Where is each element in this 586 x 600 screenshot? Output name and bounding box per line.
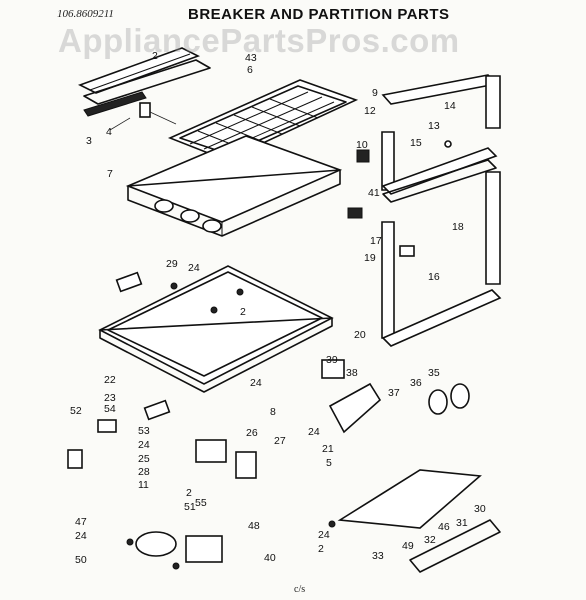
document-number: 106.8609211 [57,8,114,20]
part-grille-rack [167,79,359,161]
callout: 52 [70,405,82,417]
callout: 29 [166,258,178,270]
callout: 54 [104,403,116,415]
callout: 20 [354,329,366,341]
callout: 24 [138,439,150,451]
callout: 22 [104,374,116,386]
callout: 41 [368,187,380,199]
callout: 38 [346,367,358,379]
callout: 43 [245,52,257,64]
callout: 14 [444,100,456,112]
part-divider-assembly [125,135,343,237]
callout: 33 [372,550,384,562]
callout: 28 [138,466,150,478]
callout: 39 [326,354,338,366]
callout: 17 [370,235,382,247]
page-title: BREAKER AND PARTITION PARTS [188,6,450,23]
part-breaker-strip [77,47,211,117]
callout: 46 [438,521,450,533]
callout: 27 [274,435,286,447]
footer-code: c/s [294,584,306,595]
callout: 37 [388,387,400,399]
callout: 16 [428,271,440,283]
callout: 26 [246,427,258,439]
callout-labels: 2 3 4 7 9 12 14 13 43 6 10 15 41 18 17 1… [70,50,486,566]
callout: 3 [86,135,92,147]
callout: 9 [372,87,378,99]
callout: 25 [138,453,150,465]
callout: 23 [104,392,116,404]
callout: 8 [270,406,276,418]
callout: 15 [410,137,422,149]
part-breaker-strips-right [381,74,502,347]
callout: 36 [410,377,422,389]
callout: 48 [248,520,260,532]
callout: 30 [474,503,486,515]
callout: 24 [308,426,320,438]
callout: 2 [186,487,192,499]
callout: 40 [264,552,276,564]
part-lower-hardware [67,359,501,573]
callout: 47 [75,516,87,528]
callout: 51 [184,501,196,513]
callout: 35 [428,367,440,379]
callout: 5 [326,457,332,469]
callout: 18 [452,221,464,233]
callout: 24 [318,529,330,541]
part-small-hardware [347,140,452,257]
callout: 11 [138,479,149,491]
callout: 24 [250,377,262,389]
callout: 55 [195,497,207,509]
callout: 50 [75,554,87,566]
callout: 24 [75,530,87,542]
watermark: AppliancePartsPros.com [58,22,460,59]
callout: 2 [152,50,158,62]
part-clip [109,102,177,131]
callout: 10 [356,139,368,151]
callout: 2 [318,543,324,555]
callout: 2 [240,306,246,318]
callout: 49 [402,540,414,552]
callout: 53 [138,425,150,437]
callout: 6 [247,64,253,76]
callout: 19 [364,252,376,264]
callout: 4 [106,126,112,138]
callout: 31 [456,517,468,529]
callout: 21 [322,443,334,455]
callout: 7 [107,168,113,180]
part-shelf-pan [98,265,334,393]
callout: 13 [428,120,440,132]
callout: 32 [424,534,436,546]
callout: 24 [188,262,200,274]
callout: 12 [364,105,376,117]
